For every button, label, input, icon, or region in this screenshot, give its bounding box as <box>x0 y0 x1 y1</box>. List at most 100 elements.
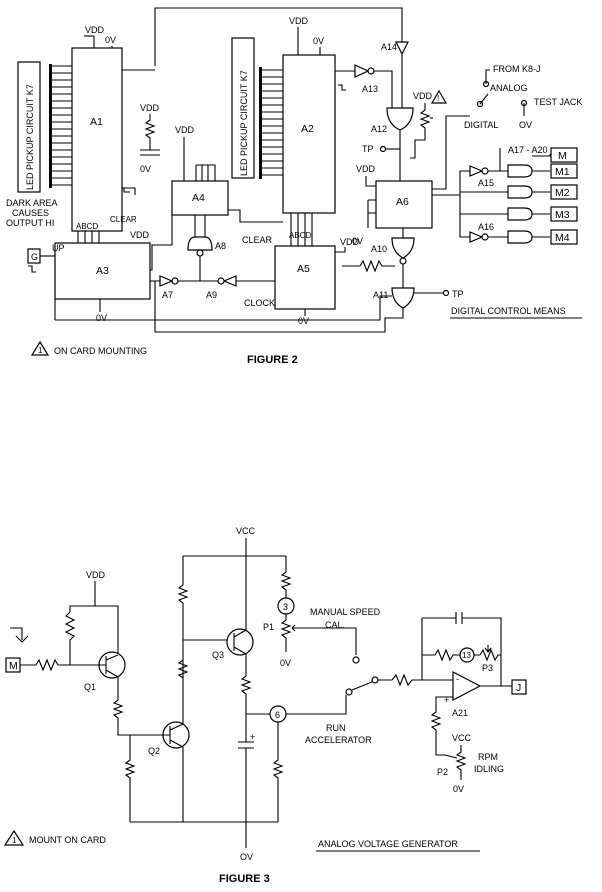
led-pickup-k7-right-box <box>231 37 255 179</box>
block-a6 <box>375 180 433 229</box>
cap-0v-label: 0V <box>140 164 151 174</box>
gate-a20 <box>507 230 533 244</box>
output-j-box <box>511 679 527 695</box>
block-a2-label: A2 <box>301 123 314 135</box>
test-jack-label: TEST JACK <box>534 97 582 107</box>
cap-plus-label: + <box>250 732 255 742</box>
figure-2-schematic: LED PICKUP CIRCUIT K7 A1 VDD 0V ABCD DAR… <box>6 7 582 366</box>
block-a5-label: A5 <box>297 263 310 275</box>
gate-a11 <box>391 287 415 309</box>
gate-a16-label: A16 <box>478 222 494 232</box>
q1-label: Q1 <box>84 682 96 692</box>
tp-label-top: TP <box>362 144 374 154</box>
block-a4-label: A4 <box>192 192 205 204</box>
a2-abcd: ABCD <box>289 231 311 240</box>
output-m1-box <box>550 163 578 179</box>
output-m4-box <box>550 229 578 245</box>
led-pickup-label-left: LED PICKUP CIRCUIT K7 <box>25 84 35 190</box>
gate-a10-label: A10 <box>371 244 387 254</box>
gate-a7 <box>159 275 174 287</box>
a1-abcd: ABCD <box>76 222 98 231</box>
output-m2-label: M2 <box>555 187 570 199</box>
svg-text:CAUSES: CAUSES <box>12 208 49 218</box>
led-pickup-k7-left-box <box>17 61 41 193</box>
gate-a8-label: A8 <box>215 241 226 251</box>
a5-vdd-label: VDD <box>340 237 360 247</box>
block-a4 <box>171 180 229 216</box>
q1-vdd-label: VDD <box>86 570 106 580</box>
output-j-label: J <box>516 682 521 694</box>
ov-label-switch: OV <box>519 120 532 130</box>
led-pickup-label-right: LED PICKUP CIRCUIT K7 <box>239 70 249 176</box>
gate-a16 <box>469 231 484 243</box>
svg-text:-: - <box>456 674 459 684</box>
gate-a12 <box>386 107 414 131</box>
block-a3 <box>54 242 151 300</box>
dark-area-note: DARK AREA CAUSES OUTPUT HI <box>6 198 58 228</box>
gates-a17-a20-label: A17 - A20 <box>508 145 548 155</box>
gate-a13-label: A13 <box>362 84 378 94</box>
gate-a18 <box>507 185 533 199</box>
p2-0v-label: 0V <box>453 784 464 794</box>
from-k8j-label: FROM K8-J <box>493 64 541 74</box>
a1-vdd-label: VDD <box>85 25 105 35</box>
figure2-note: ON CARD MOUNTING <box>54 346 147 356</box>
a6-0v-label: 0V <box>352 236 363 246</box>
run-label: RUN <box>326 723 346 733</box>
cal-label: CAL. <box>325 620 345 630</box>
figure3-note-marker <box>3 829 25 846</box>
figure3-caption: FIGURE 3 <box>219 873 270 885</box>
svg-text:13: 13 <box>462 651 471 660</box>
manual-speed-label: MANUAL SPEED <box>310 607 381 617</box>
a3-vdd-label: VDD <box>130 230 150 240</box>
block-a3-label: A3 <box>96 265 109 277</box>
a3-up-label: UP <box>52 243 65 253</box>
input-m-label: M <box>9 660 18 672</box>
a21-label: A21 <box>452 708 468 718</box>
p2-label: P2 <box>437 767 448 777</box>
svg-text:DARK AREA: DARK AREA <box>6 198 58 208</box>
output-m2-box <box>550 184 578 200</box>
svg-text:!: ! <box>437 94 439 103</box>
led-pins-right <box>259 67 283 179</box>
a5-clock-label: CLOCK <box>244 298 275 308</box>
a2-0v-label: 0V <box>313 36 324 46</box>
gate-a8 <box>187 236 213 251</box>
output-m1-label: M1 <box>555 166 570 178</box>
block-a6-label: A6 <box>396 196 409 208</box>
figure-3-schematic: VCC OV VDD Q1 M Q2 Q3 + 6 <box>3 526 527 885</box>
digital-label: DIGITAL <box>464 120 498 130</box>
gate-a9 <box>222 275 237 287</box>
gate-a13 <box>354 64 370 78</box>
p2-vcc-label: VCC <box>452 733 472 743</box>
figure3-note: MOUNT ON CARD <box>29 835 106 845</box>
a6-vdd-label: VDD <box>356 164 376 174</box>
rpm-label: RPM <box>478 752 498 762</box>
block-a1 <box>71 47 123 232</box>
gate-a14-label: A14 <box>381 42 397 52</box>
a1-0v-label: 0V <box>105 35 116 45</box>
svg-text:+: + <box>444 695 449 705</box>
accelerator-label: ACCELERATOR <box>305 735 372 745</box>
ov-label-bottom: OV <box>240 852 253 862</box>
card-mount-marker-a <box>430 89 448 104</box>
figure2-title: DIGITAL CONTROL MEANS <box>451 306 566 316</box>
svg-text:OUTPUT HI: OUTPUT HI <box>6 218 54 228</box>
idling-label: IDLING <box>474 764 504 774</box>
block-a1-label: A1 <box>90 116 103 128</box>
gate-a10 <box>391 237 415 259</box>
res-vdd-label: VDD <box>140 103 160 113</box>
gate-a14 <box>395 41 409 56</box>
figure2-caption: FIGURE 2 <box>247 354 298 366</box>
output-m-box <box>550 147 578 163</box>
a3-0v-label: 0V <box>96 313 107 323</box>
output-m3-box <box>550 206 578 222</box>
led-pins-left <box>49 64 72 188</box>
gate-a12-label: A12 <box>371 124 387 134</box>
figure3-title: ANALOG VOLTAGE GENERATOR <box>318 839 458 849</box>
gate-a9-label: A9 <box>206 290 217 300</box>
pot-vdd-label: VDD <box>413 91 433 101</box>
op-amp-a21 <box>452 671 482 701</box>
output-m-label: M <box>558 150 567 162</box>
